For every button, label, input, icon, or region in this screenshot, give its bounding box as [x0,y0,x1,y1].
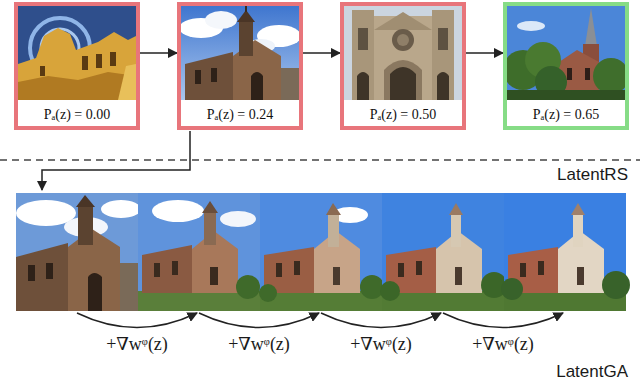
ascent-frame [259,193,384,311]
ascent-frame [138,193,260,311]
step-label: +∇wᵠ(z) [350,333,412,355]
step-label: +∇wᵠ(z) [228,333,290,355]
sample-frame: Pₐ(z) = 0.00 [14,2,140,130]
caption-band: Pₐ(z) = 0.65 [507,104,625,126]
flow-arrow [303,52,340,54]
probability-text: Pₐ(z) = 0.24 [207,107,274,123]
step-label: +∇wᵠ(z) [472,333,534,355]
caption-band: Pₐ(z) = 0.50 [344,104,462,126]
ascent-frame [380,193,507,311]
flow-arrow [140,52,177,54]
probability-text: Pₐ(z) = 0.50 [370,107,437,123]
method-label: LatentGA [556,362,628,382]
photo-sample [344,6,462,100]
sample-frame: Pₐ(z) = 0.24 [177,2,303,130]
step-label: +∇wᵠ(z) [106,333,168,355]
photo-sample [503,6,629,100]
caption-band: Pₐ(z) = 0.24 [181,104,299,126]
photo-sample [179,6,301,100]
photo-sample [18,6,136,100]
ascent-frame [16,193,141,311]
method-label: LatentRS [557,165,628,185]
start-arrow [42,131,190,190]
ascent-frame [501,193,630,311]
probability-text: Pₐ(z) = 0.00 [44,107,111,123]
sample-frame: Pₐ(z) = 0.65 [503,2,629,130]
gradient-step-arrows [77,313,563,328]
dashed-separator [0,159,640,161]
caption-band: Pₐ(z) = 0.00 [18,104,136,126]
probability-text: Pₐ(z) = 0.65 [533,107,600,123]
sample-frame: Pₐ(z) = 0.50 [340,2,466,130]
flow-arrow [466,52,503,54]
